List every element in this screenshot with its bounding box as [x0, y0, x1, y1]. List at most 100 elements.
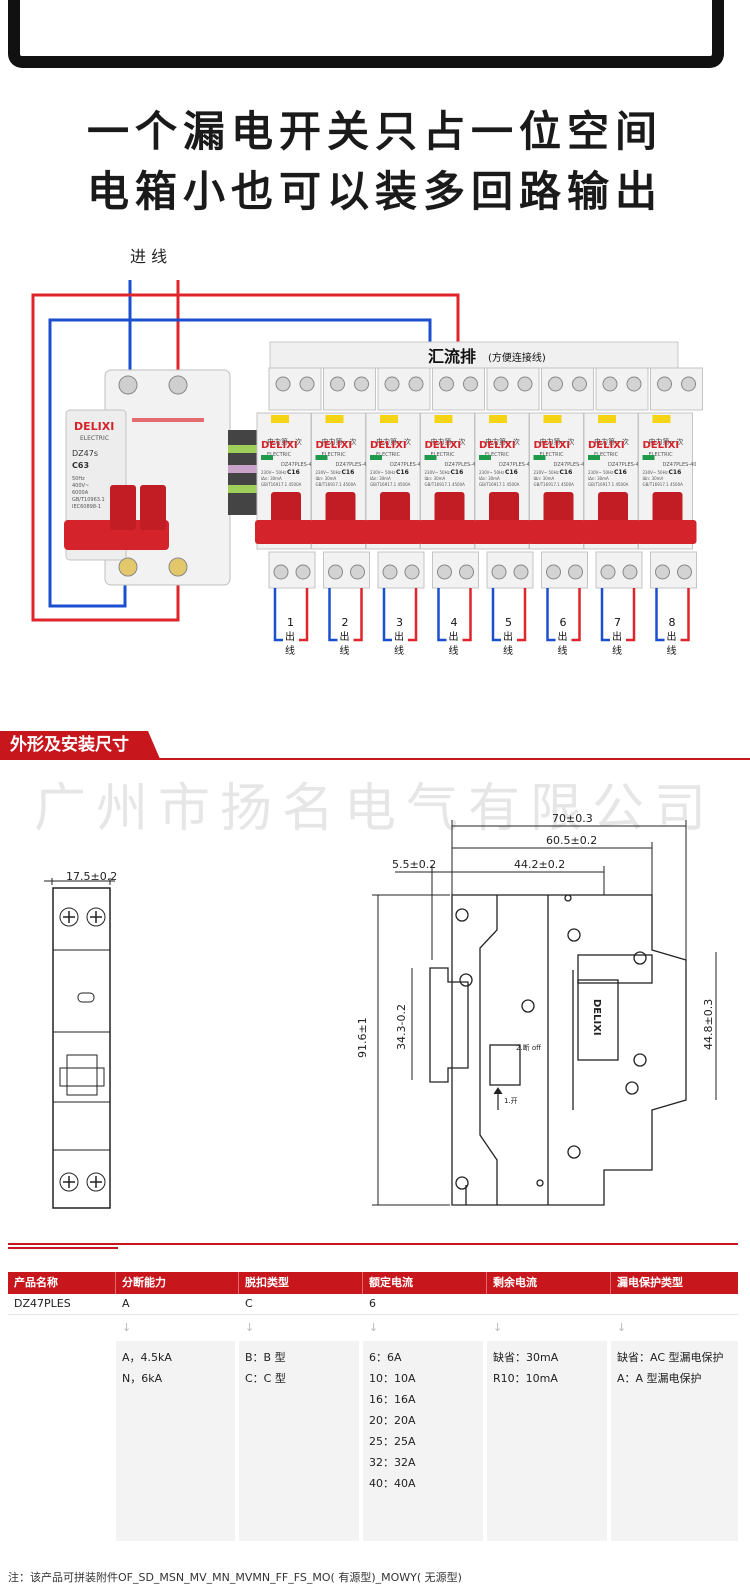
output-number: 3: [396, 616, 403, 629]
side-view: 17.5±0.2: [44, 870, 117, 1209]
table-header-cell: 脱扣类型: [239, 1272, 363, 1294]
svg-text:50Hz: 50Hz: [72, 476, 85, 482]
dim-window: 44.8±0.3: [702, 999, 715, 1050]
rcbo-brand: DELIXI: [261, 440, 298, 451]
output-live-wire: [408, 588, 418, 642]
output-neutral-wire: [600, 588, 610, 642]
output-live-wire: [299, 588, 309, 642]
output-word: 出: [503, 630, 513, 643]
output-live-wire: [353, 588, 363, 642]
output-word: 线: [340, 644, 350, 657]
table-header-cell: 剩余电流: [487, 1272, 611, 1294]
footnote: 注：该产品可拼装附件OF_SD_MSN_MV_MN_MVMN_FF_FS_MO(…: [8, 1571, 462, 1584]
svg-text:DELIXI: DELIXI: [74, 420, 114, 433]
svg-text:C16: C16: [451, 469, 464, 476]
svg-text:GB/T16917.1 4500A: GB/T16917.1 4500A: [588, 482, 629, 487]
output-number: 6: [560, 616, 567, 629]
output-word: 线: [285, 644, 295, 657]
rcbo-tagline: 电力第一次: [322, 437, 357, 446]
output-live-wire: [680, 588, 690, 642]
svg-text:ELECTRIC: ELECTRIC: [649, 452, 674, 458]
headline-line-2: 电箱小也可以装多回路输出: [86, 167, 663, 216]
svg-text:C16: C16: [614, 469, 627, 476]
front-view: [429, 894, 687, 1206]
dim-side-width: 17.5±0.2: [66, 870, 117, 883]
svg-text:IΔn: 30mA: IΔn: 30mA: [643, 476, 664, 481]
rcbo-tagline: 电力第一次: [376, 437, 411, 446]
svg-text:230V~ 50Hz: 230V~ 50Hz: [316, 470, 341, 475]
dim-depth: 60.5±0.2: [546, 834, 597, 847]
output-number: 8: [669, 616, 676, 629]
svg-text:IΔn: 30mA: IΔn: 30mA: [261, 476, 282, 481]
output-word: 线: [503, 644, 513, 657]
down-arrow-icon: ↓: [617, 1321, 627, 1334]
svg-text:IΔn: 30mA: IΔn: 30mA: [425, 476, 446, 481]
list-item: 25：25A: [369, 1435, 416, 1448]
table-header-row: 产品名称 分断能力 脱扣类型 额定电流 剩余电流 漏电保护类型: [8, 1272, 738, 1294]
rcbo-tagline: 电力第一次: [594, 437, 629, 446]
svg-text:GB/T16917.1 4500A: GB/T16917.1 4500A: [643, 482, 684, 487]
svg-text:IΔn: 30mA: IΔn: 30mA: [588, 476, 609, 481]
svg-text:230V~ 50Hz: 230V~ 50Hz: [479, 470, 504, 475]
front-brand: DELIXI: [591, 999, 602, 1036]
rcbo-brand: DELIXI: [479, 440, 516, 451]
table-rule-top: [8, 1243, 738, 1245]
list-item: 32：32A: [369, 1456, 416, 1469]
rcbo-brand: DELIXI: [316, 440, 353, 451]
table-header-cell: 产品名称: [8, 1272, 116, 1294]
down-arrow-icon: ↓: [493, 1321, 503, 1334]
output-word: 出: [612, 630, 622, 643]
list-item: 10：10A: [369, 1372, 416, 1385]
rcbo-tagline: 电力第一次: [540, 437, 575, 446]
output-word: 出: [667, 630, 677, 643]
section-rule: [0, 758, 750, 760]
svg-text:230V~ 50Hz: 230V~ 50Hz: [261, 470, 286, 475]
output-word: 线: [612, 644, 622, 657]
table-cell: DZ47PLES: [14, 1297, 71, 1310]
table-cell: 6: [369, 1297, 376, 1310]
output-word: 出: [394, 630, 404, 643]
list-item: C：C 型: [245, 1372, 286, 1385]
dimension-drawing: 17.5±0.2 70±0.3 60.5±0.2 44.2±0.2 5.5±0.…: [44, 812, 717, 1209]
wiring-diagram: 进 线 DELIXI ELECTRIC DZ47s C63 50Hz 400V~…: [31, 247, 703, 657]
down-arrow-icon: ↓: [369, 1321, 379, 1334]
output-word: 线: [667, 644, 677, 657]
output-live-wire: [462, 588, 472, 642]
svg-text:IΔn: 30mA: IΔn: 30mA: [316, 476, 337, 481]
svg-text:230V~ 50Hz: 230V~ 50Hz: [643, 470, 668, 475]
svg-text:IΔn: 30mA: IΔn: 30mA: [534, 476, 555, 481]
dim-offset: 5.5±0.2: [392, 858, 436, 871]
svg-text:C63: C63: [72, 461, 89, 470]
table-arrow-row: ↓ ↓ ↓ ↓ ↓: [8, 1315, 738, 1341]
svg-text:IΔn: 30mA: IΔn: 30mA: [370, 476, 391, 481]
output-number: 2: [342, 616, 349, 629]
table-cell: [611, 1294, 738, 1314]
svg-text:GB/T16917.1 4500A: GB/T16917.1 4500A: [479, 482, 520, 487]
list-item: A：A 型漏电保护: [617, 1372, 702, 1385]
spec-table: 产品名称 分断能力 脱扣类型 额定电流 剩余电流 漏电保护类型 DZ47PLES…: [8, 1272, 738, 1541]
svg-text:230V~ 50Hz: 230V~ 50Hz: [425, 470, 450, 475]
inlet-label: 进 线: [130, 247, 167, 266]
output-live-wire: [571, 588, 581, 642]
options-breaking-capacity: A，4.5kA N，6kA: [116, 1341, 239, 1541]
list-item: 缺省：AC 型漏电保护: [617, 1351, 724, 1364]
dim-rail: 34.3-0.2: [395, 1004, 408, 1050]
svg-text:GB/T16917.1 4500A: GB/T16917.1 4500A: [316, 482, 357, 487]
down-arrow-icon: ↓: [122, 1321, 132, 1334]
table-header-cell: 分断能力: [116, 1272, 239, 1294]
svg-text:DZ47PLES-40: DZ47PLES-40: [281, 462, 315, 468]
svg-text:DZ47PLES-40: DZ47PLES-40: [390, 462, 424, 468]
svg-text:IΔn: 30mA: IΔn: 30mA: [479, 476, 500, 481]
svg-text:C16: C16: [287, 469, 300, 476]
svg-text:DZ47PLES-40: DZ47PLES-40: [445, 462, 479, 468]
svg-text:6000A: 6000A: [72, 490, 89, 496]
options-trip-type: B：B 型 C：C 型: [239, 1341, 363, 1541]
svg-text:GB/T16917.1 4500A: GB/T16917.1 4500A: [261, 482, 302, 487]
output-word: 出: [340, 630, 350, 643]
table-header-cell: 漏电保护类型: [617, 1276, 683, 1289]
rcbo-brand: DELIXI: [370, 440, 407, 451]
svg-text:ELECTRIC: ELECTRIC: [376, 452, 401, 458]
output-word: 线: [449, 644, 459, 657]
